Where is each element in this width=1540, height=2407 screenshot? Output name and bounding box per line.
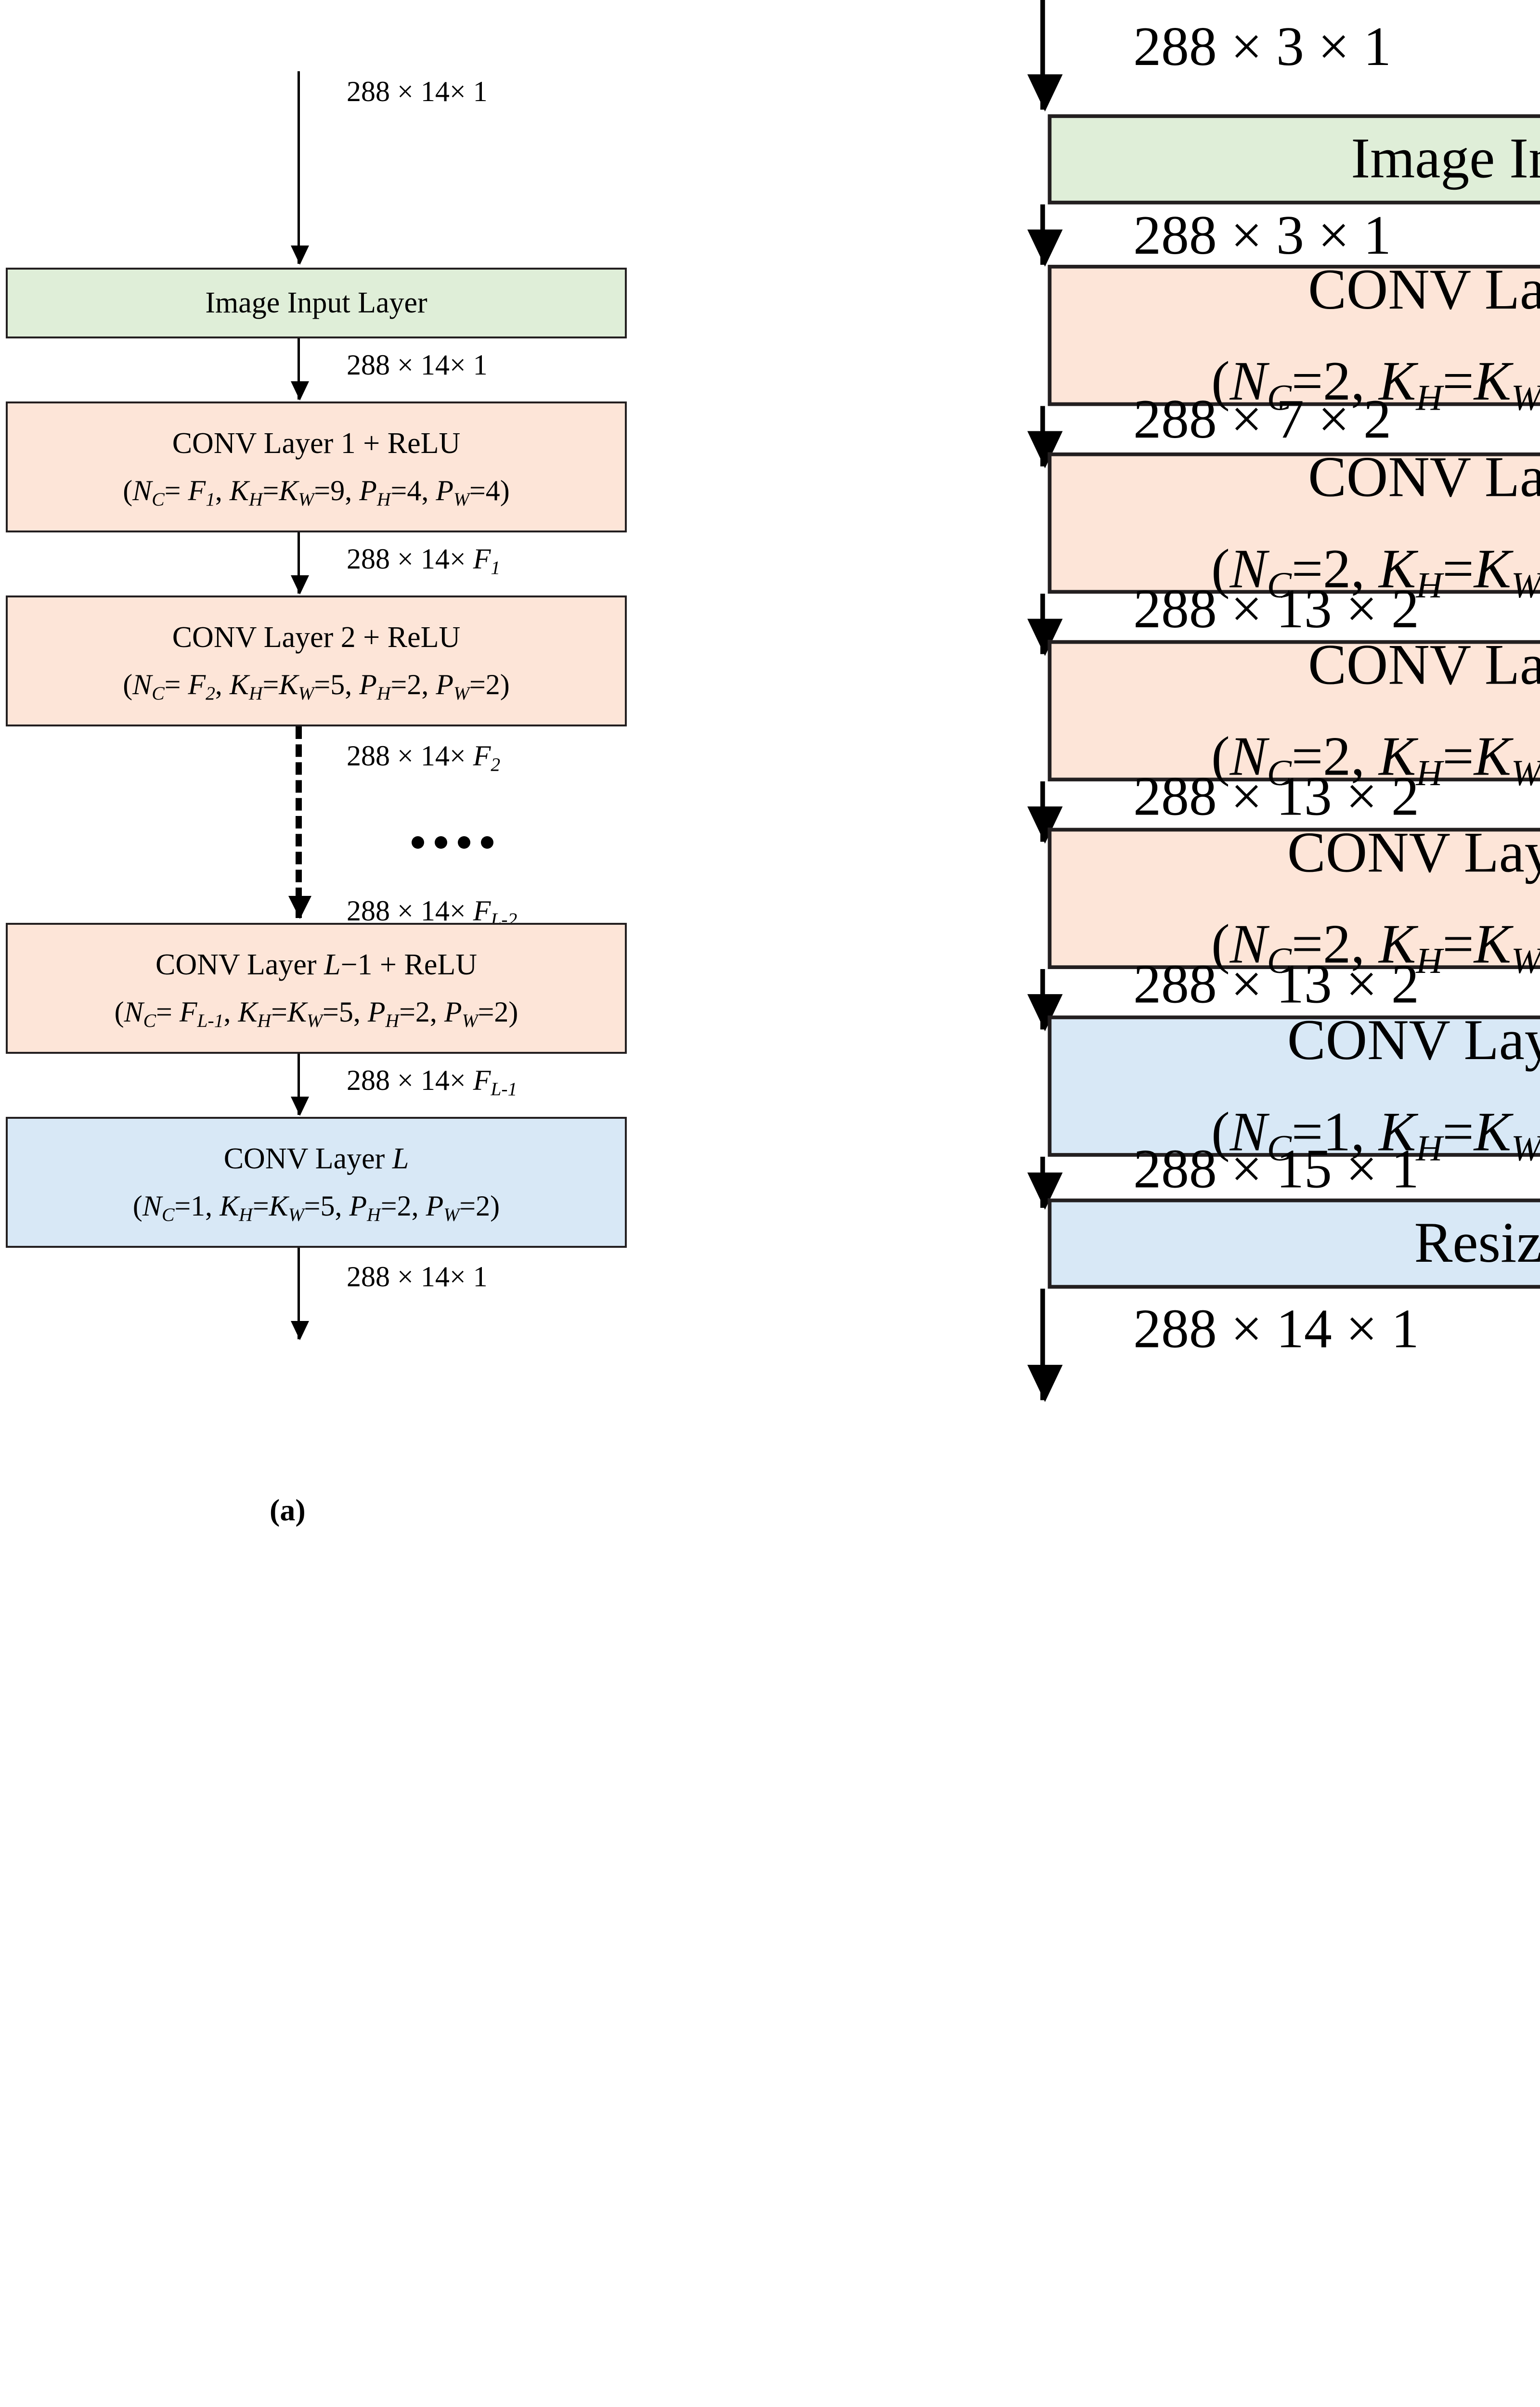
node-title: CONV Layer 1 + ReLU xyxy=(172,427,461,460)
panel-caption-a: (a) xyxy=(270,1493,306,1527)
arrowhead-icon xyxy=(1027,229,1063,267)
arrow-b-e1 xyxy=(1027,204,1063,267)
arrowhead-icon xyxy=(1027,1365,1063,1402)
dot-icon xyxy=(435,836,447,849)
edge-label-a-e3: 288 × 14× F2 xyxy=(347,740,501,776)
edge-label-a-e0: 288 × 14× 1 xyxy=(347,76,488,107)
dot-icon xyxy=(481,836,493,849)
arrow-input-to-image-input-layer-b xyxy=(1027,0,1063,112)
arrowhead-icon xyxy=(291,575,309,595)
node-params: (NC=2, KH=KW=5, PH=2, PW=2) xyxy=(1211,725,1540,794)
node-params: (NC=1, KH=KW=5, PH=2, PW=3) xyxy=(1211,1101,1540,1169)
node-params: (NC= F2, KH=KW=5, PH=2, PW=2) xyxy=(123,669,510,704)
edge-label-b-e2: 288 × 7 × 2 xyxy=(1133,388,1392,450)
node-title: CONV Layer L−1 + ReLU xyxy=(155,948,478,982)
edge-label-b-e1: 288 × 3 × 1 xyxy=(1133,204,1392,266)
node-b-conv-layer-3[interactable]: CONV Layer 3 + tanh (NC=2, KH=KW=5, PH=2… xyxy=(1048,634,1540,791)
node-title: Image Input Layer xyxy=(205,286,427,319)
node-params: (NC=2, KH=KW=5, PH=2, PW=2) xyxy=(1211,913,1540,982)
node-a-image-input-layer[interactable]: Image Input Layer xyxy=(6,268,627,338)
arrowhead-icon xyxy=(291,246,309,265)
arrow-a-e1 xyxy=(291,338,309,401)
node-a-conv-layer-l-minus-1[interactable]: CONV Layer L−1 + ReLU (NC= FL-1, KH=KW=5… xyxy=(6,923,627,1054)
node-b-conv-layer-1[interactable]: CONV Layer 1 + tanh (NC=2, KH=KW=5, PH=2… xyxy=(1048,259,1540,416)
node-title: CONV Layer 5 + ReLU xyxy=(1287,1009,1540,1073)
node-title: CONV Layer 2 + ReLU xyxy=(172,621,461,654)
edge-label-a-e5: 288 × 14× FL-1 xyxy=(347,1064,518,1100)
arrow-b-e7-output xyxy=(1027,1288,1063,1402)
node-title: CONV Layer 2 + tanh xyxy=(1308,446,1540,509)
node-a-conv-layer-1[interactable]: CONV Layer 1 + ReLU (NC= F1, KH=KW=9, PH… xyxy=(6,401,627,532)
edge-label-b-e5: 288 × 13 × 2 xyxy=(1133,953,1419,1015)
arrow-a-e6-output xyxy=(291,1248,309,1340)
arrowhead-icon xyxy=(288,896,311,919)
node-params: (NC= F1, KH=KW=9, PH=4, PW=4) xyxy=(123,475,510,510)
arrow-b-e2 xyxy=(1027,406,1063,468)
node-a-conv-layer-2[interactable]: CONV Layer 2 + ReLU (NC= F2, KH=KW=5, PH… xyxy=(6,595,627,726)
arrowhead-icon xyxy=(291,1097,309,1116)
arrow-b-e3 xyxy=(1027,594,1063,656)
edge-label-a-e6: 288 × 14× 1 xyxy=(347,1261,488,1293)
dot-icon xyxy=(458,836,470,849)
edge-label-a-e1: 288 × 14× 1 xyxy=(347,349,488,381)
arrowhead-icon xyxy=(291,1321,309,1340)
node-params: (NC=1, KH=KW=5, PH=2, PW=2) xyxy=(132,1190,500,1226)
node-title: Resize Layer xyxy=(1414,1211,1540,1275)
node-b-conv-layer-5[interactable]: CONV Layer 5 + ReLU (NC=1, KH=KW=5, PH=2… xyxy=(1048,1009,1540,1167)
arrowhead-icon xyxy=(1027,74,1063,112)
node-b-conv-layer-2[interactable]: CONV Layer 2 + tanh (NC=2, KH=KW=9, PH=4… xyxy=(1048,446,1540,604)
arrow-b-e6 xyxy=(1027,1156,1063,1210)
edge-label-b-e7: 288 × 14 × 1 xyxy=(1133,1298,1419,1359)
node-params: (NC= FL-1, KH=KW=5, PH=2, PW=2) xyxy=(114,996,518,1032)
arrow-a-dashed-skip xyxy=(288,726,311,919)
arrowhead-icon xyxy=(291,381,309,401)
node-title: CONV Layer 1 + tanh xyxy=(1308,258,1540,322)
arrow-a-e5 xyxy=(291,1054,309,1116)
node-title: CONV Layer L xyxy=(223,1142,409,1176)
node-params: (NC=2, KH=KW=5, PH=2, PW=4) xyxy=(1211,350,1540,419)
dot-icon xyxy=(412,836,424,849)
node-title: CONV Layer 3 + tanh xyxy=(1308,634,1540,697)
edge-label-b-e0: 288 × 3 × 1 xyxy=(1133,15,1392,78)
node-title: CONV Layer 4 + ReLU xyxy=(1287,821,1540,885)
node-b-image-input-layer[interactable]: Image Input Layer xyxy=(1048,114,1540,205)
node-a-conv-layer-l[interactable]: CONV Layer L (NC=1, KH=KW=5, PH=2, PW=2) xyxy=(6,1117,627,1248)
edge-label-b-e6: 288 × 15 × 1 xyxy=(1133,1138,1419,1200)
edge-label-a-e2: 288 × 14× F1 xyxy=(347,543,501,579)
ellipsis-dots xyxy=(412,836,493,849)
panel-b-specific-cnn: 288 × 3 × 1 Image Input Layer 288 × 3 × … xyxy=(789,0,1540,2407)
node-b-conv-layer-4[interactable]: CONV Layer 4 + ReLU (NC=2, KH=KW=5, PH=2… xyxy=(1048,821,1540,979)
arrow-b-e4 xyxy=(1027,781,1063,844)
edge-label-b-e3: 288 × 13 × 2 xyxy=(1133,578,1419,639)
edge-label-b-e4: 288 × 13 × 2 xyxy=(1133,765,1419,827)
arrow-input-to-image-input-layer-a xyxy=(291,71,309,265)
node-title: Image Input Layer xyxy=(1351,127,1540,191)
node-params: (NC=2, KH=KW=9, PH=4, PW=7) xyxy=(1211,538,1540,606)
node-b-resize-layer[interactable]: Resize Layer xyxy=(1048,1198,1540,1289)
arrow-a-e2 xyxy=(291,532,309,595)
panel-a-generic-cnn: 288 × 14× 1 Image Input Layer 288 × 14× … xyxy=(0,0,751,1564)
arrow-b-e5 xyxy=(1027,969,1063,1032)
edge-label-a-e4: 288 × 14× FL-2 xyxy=(347,895,518,931)
